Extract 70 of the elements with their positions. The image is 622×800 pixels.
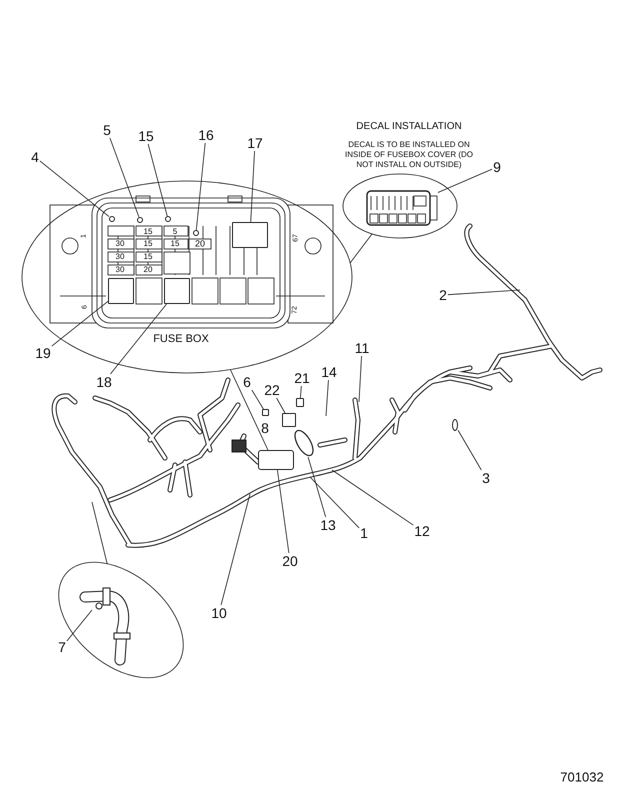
grommet	[294, 429, 314, 457]
leader-line	[276, 470, 290, 554]
leader-line	[326, 380, 329, 416]
leader-line	[358, 356, 362, 402]
callout-number: 22	[263, 382, 281, 398]
callout-number: 18	[95, 374, 113, 390]
leader-line	[448, 290, 520, 296]
connector-block	[282, 413, 296, 427]
callout-number: 12	[413, 523, 431, 539]
callout-number: 4	[30, 149, 40, 165]
leader-line	[51, 300, 108, 346]
relay	[108, 278, 134, 304]
leader-line	[196, 142, 206, 230]
leader-line	[300, 386, 302, 398]
screw	[262, 409, 269, 416]
fuse-rating: 30	[116, 266, 124, 274]
leader-line	[308, 456, 326, 518]
leader-line	[110, 138, 140, 218]
callout-number: 1	[359, 525, 369, 541]
leader-line	[438, 168, 492, 193]
relay	[164, 278, 190, 304]
note-text: DECAL IS TO BE INSTALLED ON INSIDE OF FUSEBOX COVER (DO NOT INSTALL ON OUTSIDE)	[344, 140, 474, 170]
callout-number: 6	[242, 374, 252, 390]
connector-block	[296, 398, 304, 407]
fuse-rating: 20	[144, 266, 152, 274]
callout-number: 3	[481, 470, 491, 486]
fuse-rating: 30	[116, 240, 124, 248]
callout-number: 19	[34, 345, 52, 361]
connector-line	[350, 234, 372, 264]
o-ring	[452, 419, 458, 431]
leader-line	[40, 160, 110, 217]
relay	[232, 222, 268, 248]
fuse-rating: 30	[116, 253, 124, 261]
section-heading: DECAL INSTALLATION	[356, 122, 462, 132]
leader-line	[250, 150, 255, 222]
leader-line	[458, 430, 482, 470]
callout-number: 20	[281, 553, 299, 569]
leader-line	[148, 144, 168, 216]
fuse-rating: 15	[144, 228, 152, 236]
leader-line	[310, 476, 360, 528]
fuse-rating: 5	[172, 228, 178, 236]
callout-number: 7	[57, 639, 67, 655]
callout-number: 2	[438, 287, 448, 303]
callout-number: 14	[320, 364, 338, 380]
callout-number: 15	[137, 128, 155, 144]
harness-fuse-box	[258, 450, 294, 470]
leader-line	[332, 470, 414, 526]
callout-number: 13	[319, 517, 337, 533]
leader-line	[92, 502, 108, 564]
callout-number: 10	[210, 605, 228, 621]
callout-number: 8	[261, 421, 269, 435]
callout-number: 16	[197, 127, 215, 143]
fuse-box-decal-drawing	[366, 190, 438, 226]
callout-number: 5	[102, 122, 112, 138]
leader-line	[220, 494, 250, 606]
drawing-number: 701032	[560, 770, 604, 784]
callout-number: 11	[354, 340, 370, 356]
leader-line	[251, 390, 264, 410]
leader-line	[276, 398, 286, 414]
leader-line	[110, 304, 167, 374]
fuse-rating: 15	[144, 253, 152, 261]
callout-number: 9	[492, 159, 502, 175]
connector-line	[230, 369, 268, 450]
callout-number: 17	[246, 135, 264, 151]
leader-line	[66, 610, 92, 642]
detail-title: FUSE BOX	[153, 333, 209, 345]
callout-number: 21	[293, 370, 311, 386]
fuse-rating: 15	[170, 240, 180, 248]
fuse-rating: 20	[195, 240, 205, 248]
fuse-rating: 15	[144, 240, 152, 248]
